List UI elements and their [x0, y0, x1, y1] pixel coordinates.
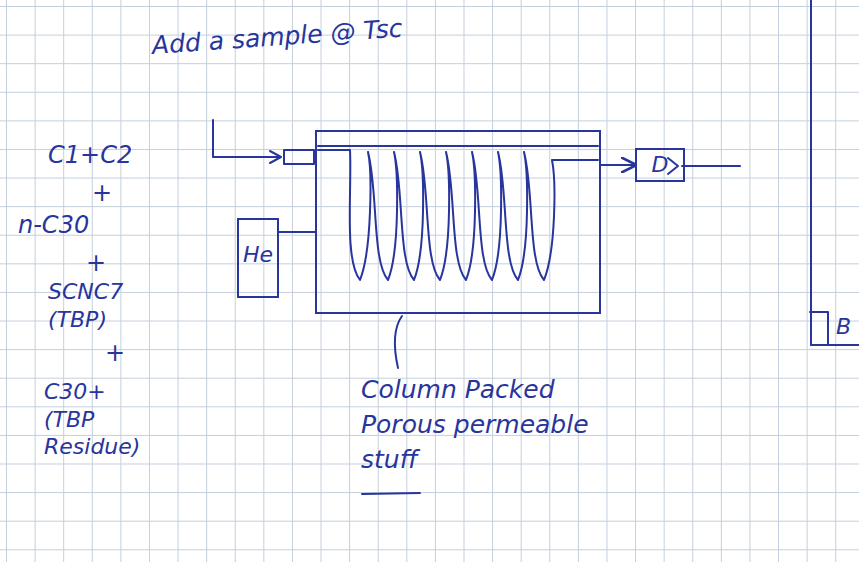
frame-detail: [810, 312, 828, 344]
leader-line: [395, 316, 402, 368]
injector-port: [284, 150, 314, 164]
component-name: n-C30: [18, 210, 138, 240]
instruction-note: Add a sample @ Tsc: [151, 9, 452, 61]
flow-line: [279, 231, 315, 233]
sample-arrowhead: [270, 151, 281, 163]
detector-box: D: [635, 148, 685, 182]
plus-sign: +: [92, 178, 122, 208]
detector-outlet-line: [682, 165, 740, 167]
node-text: Column Packed Porous permeable stuff: [361, 372, 601, 477]
node-text: B: [836, 314, 851, 340]
column-liner: [318, 145, 598, 147]
node-text: He: [243, 242, 273, 268]
column-coil: [318, 150, 598, 280]
component-name: SCNC7 (TBP): [48, 278, 148, 333]
component-name: C30+ (TBP Residue): [44, 378, 144, 461]
underline: [362, 493, 420, 494]
flow-line: [601, 164, 635, 166]
component-name: C1+C2: [48, 140, 168, 170]
bottle-box: B: [810, 0, 859, 346]
node-text: D: [637, 152, 683, 178]
carrier-gas-box: He: [237, 218, 279, 298]
plus-sign: +: [105, 338, 135, 368]
column-box: Column Packed Porous permeable stuff: [315, 130, 601, 314]
detector-arrowhead: [668, 158, 678, 174]
plus-sign: +: [86, 248, 116, 278]
